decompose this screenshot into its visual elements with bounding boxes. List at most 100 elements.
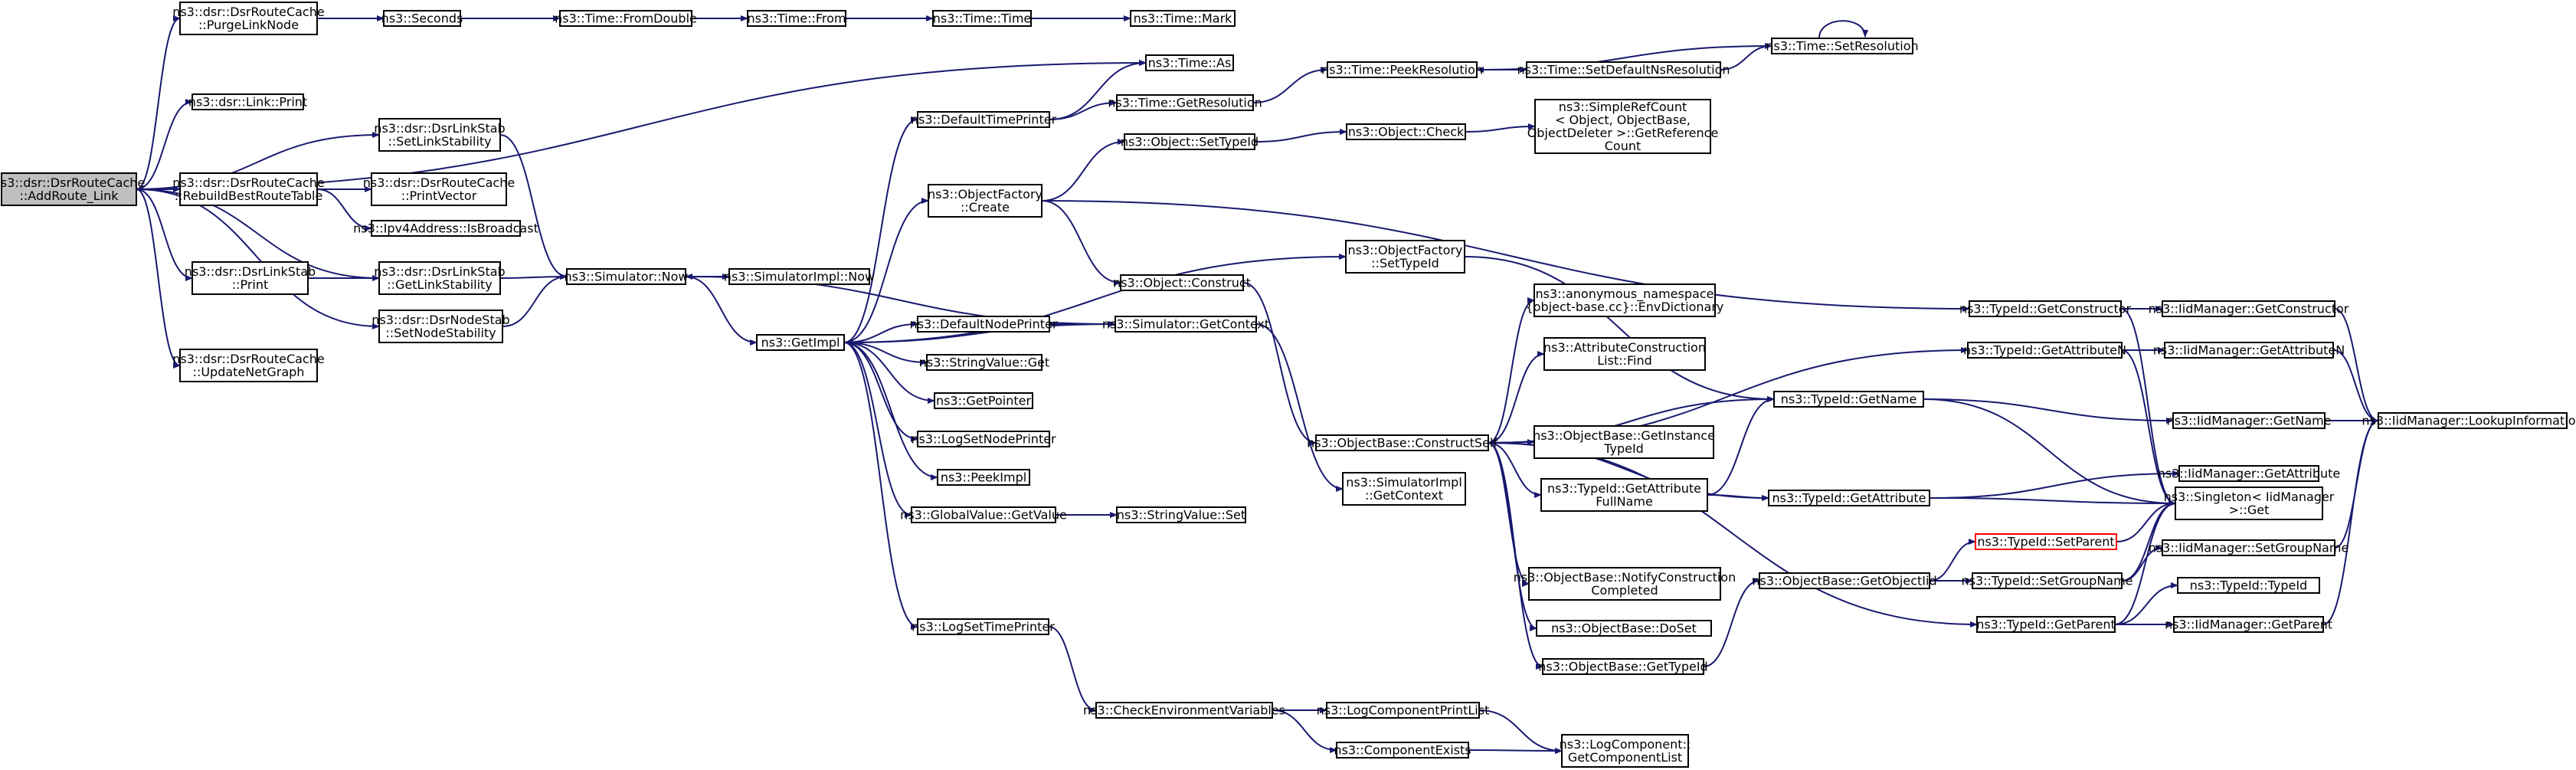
call-edge (2114, 500, 2176, 625)
function-node[interactable]: ns3::anonymous_namespace{object-base.cc}… (1526, 283, 1724, 317)
function-node[interactable]: ns3::Time::Time (932, 10, 1032, 27)
call-edge (1255, 323, 1344, 492)
function-node[interactable]: ns3::ObjectBase::DoSet (1536, 620, 1712, 637)
function-node[interactable]: ns3::LogComponentPrintList (1317, 702, 1490, 719)
function-node[interactable]: ns3::Time::SetResolution (1766, 38, 1919, 54)
node-label: ns3::Time::Mark (1134, 11, 1233, 26)
function-node[interactable]: ns3::IidManager::GetAttributeN (2153, 342, 2345, 359)
function-node[interactable]: ns3::TypeId::SetGroupName (1961, 572, 2133, 589)
function-node[interactable]: ns3::IidManager::GetConstructor (2149, 300, 2349, 317)
node-label: ns3::Time::As (1148, 56, 1232, 70)
function-node[interactable]: ns3::TypeId::GetConstructor (1959, 300, 2132, 317)
node-box (2164, 342, 2334, 359)
node-box (1116, 94, 1254, 111)
node-label: ns3::IidManager::GetName (2166, 414, 2331, 428)
function-node[interactable]: ns3::DefaultNodePrinter (910, 316, 1058, 333)
node-label: ns3::dsr::DsrLinkStab (374, 264, 505, 279)
root-function-node: ns3::dsr::DsrRouteCache::AddRoute_Link (0, 172, 145, 206)
function-node[interactable]: ns3::GetPointer (934, 392, 1033, 409)
function-node[interactable]: ns3::dsr::DsrLinkStab::SetLinkStability (374, 118, 506, 152)
call-edge (2334, 308, 2379, 424)
node-label: ns3::Ipv4Address::IsBroadcast (353, 221, 538, 236)
function-node[interactable]: ns3::Singleton< IidManager>::Get (2164, 487, 2335, 520)
function-node[interactable]: ns3::dsr::DsrRouteCache::PrintVector (363, 172, 515, 206)
function-node[interactable]: ns3::dsr::DsrRouteCache::PurgeLinkNode (172, 2, 325, 35)
function-node[interactable]: ns3::TypeId::GetName (1773, 391, 1924, 408)
function-node[interactable]: ns3::IidManager::GetParent (2165, 616, 2332, 633)
function-node[interactable]: ns3::TypeId::GetParent (1976, 616, 2116, 633)
node-box (2177, 577, 2320, 594)
function-node[interactable]: ns3::TypeId::SetParent (1975, 533, 2117, 550)
function-node[interactable]: ns3::ObjectBase::NotifyConstructionCompl… (1514, 567, 1736, 601)
node-label: ns3::dsr::DsrRouteCache (172, 175, 324, 190)
function-node[interactable]: ns3::Seconds (381, 10, 463, 27)
node-label: ::PrintVector (401, 188, 477, 203)
function-node[interactable]: ns3::LogComponent::GetComponentList (1560, 734, 1691, 768)
node-box (566, 268, 686, 285)
function-node[interactable]: ns3::Time::As (1145, 54, 1234, 71)
function-node[interactable]: ns3::SimulatorImpl::Now (724, 268, 875, 285)
function-node[interactable]: ns3::IidManager::SetGroupName (2149, 539, 2349, 556)
function-node[interactable]: ns3::IidManager::LookupInformation (2362, 412, 2576, 429)
call-edge (1707, 396, 1775, 496)
function-node[interactable]: ns3::Object::Check (1346, 123, 1466, 140)
function-node[interactable]: ns3::dsr::DsrLinkStab::GetLinkStability (374, 261, 506, 295)
node-box (932, 10, 1032, 27)
function-node[interactable]: ns3::TypeId::TypeId (2177, 577, 2320, 594)
function-node[interactable]: ns3::ObjectFactory::SetTypeId (1345, 240, 1465, 274)
call-edge (136, 188, 181, 369)
function-node[interactable]: ns3::PeekImpl (937, 469, 1030, 486)
node-box (559, 10, 692, 27)
function-node[interactable]: ns3::dsr::Link::Print (188, 93, 307, 110)
function-node[interactable]: ns3::dsr::DsrRouteCache::UpdateNetGraph (172, 349, 325, 382)
function-node[interactable]: ns3::dsr::DsrNodeStab::SetNodeStability (372, 310, 510, 343)
function-node[interactable]: ns3::SimpleRefCount< Object, ObjectBase,… (1527, 99, 1719, 154)
function-node[interactable]: ns3::ObjectBase::GetTypeId (1538, 658, 1708, 675)
call-edge (1041, 139, 1125, 202)
function-node[interactable]: ns3::ObjectBase::ConstructSelf (1307, 434, 1497, 451)
function-node[interactable]: ns3::Time::GetResolution (1108, 94, 1262, 111)
function-node[interactable]: ns3::ComponentExists (1334, 742, 1471, 759)
function-node[interactable]: ns3::ObjectBase::GetObjectIid (1752, 572, 1937, 589)
function-node[interactable]: ns3::dsr::DsrLinkStab::Print (185, 261, 316, 295)
function-node[interactable]: ns3::IidManager::GetAttribute (2158, 465, 2341, 482)
call-edge (136, 188, 193, 281)
function-node[interactable]: ns3::Time::Mark (1130, 10, 1236, 27)
function-node[interactable]: ns3::StringValue::Set (1116, 506, 1246, 523)
node-label: ns3::Time::SetResolution (1766, 39, 1918, 54)
function-node[interactable]: ns3::LogSetNodePrinter (911, 431, 1056, 447)
call-edge (499, 134, 568, 280)
function-node[interactable]: ns3::Object::SetTypeId (1121, 133, 1259, 150)
function-node[interactable]: ns3::dsr::DsrRouteCache::RebuildBestRout… (172, 172, 325, 206)
node-box (191, 261, 309, 295)
node-box (1130, 10, 1236, 27)
function-node[interactable]: ns3::DefaultTimePrinter (911, 111, 1057, 128)
function-node[interactable]: ns3::TypeId::GetAttributeN (1963, 342, 2126, 359)
function-node[interactable]: ns3::Time::SetDefaultNsResolution (1517, 61, 1730, 78)
call-edge (1818, 20, 1868, 39)
function-node[interactable]: ns3::Simulator::GetContext (1102, 316, 1269, 333)
function-node[interactable]: ns3::IidManager::GetName (2166, 412, 2332, 429)
function-node[interactable]: ns3::LogSetTimePrinter (912, 618, 1055, 635)
function-node[interactable]: ns3::Ipv4Address::IsBroadcast (353, 220, 538, 237)
function-node[interactable]: ns3::SimulatorImpl::GetContext (1342, 472, 1466, 506)
node-box (179, 349, 318, 382)
function-node[interactable]: ns3::CheckEnvironmentVariables (1083, 702, 1285, 719)
function-node[interactable]: ns3::StringValue::Get (919, 354, 1049, 371)
function-node[interactable]: ns3::Simulator::Now (565, 268, 689, 285)
function-node[interactable]: ns3::GlobalValue::GetValue (900, 506, 1067, 523)
function-node[interactable]: ns3::Time::From (747, 10, 846, 27)
call-edge (1464, 256, 1775, 402)
node-box (2173, 616, 2324, 633)
node-label: ns3::LogSetTimePrinter (912, 620, 1055, 634)
function-node[interactable]: ns3::GetImpl (756, 334, 845, 351)
function-node[interactable]: ns3::ObjectFactory::Create (928, 184, 1043, 218)
node-box (1124, 133, 1255, 150)
function-node[interactable]: ns3::Object::Construct (1113, 274, 1251, 291)
function-node[interactable]: ns3::Time::FromDouble (555, 10, 697, 27)
function-node[interactable]: ns3::TypeId::GetAttribute (1768, 490, 1930, 506)
function-node[interactable]: ns3::Time::PeekResolution (1321, 61, 1483, 78)
